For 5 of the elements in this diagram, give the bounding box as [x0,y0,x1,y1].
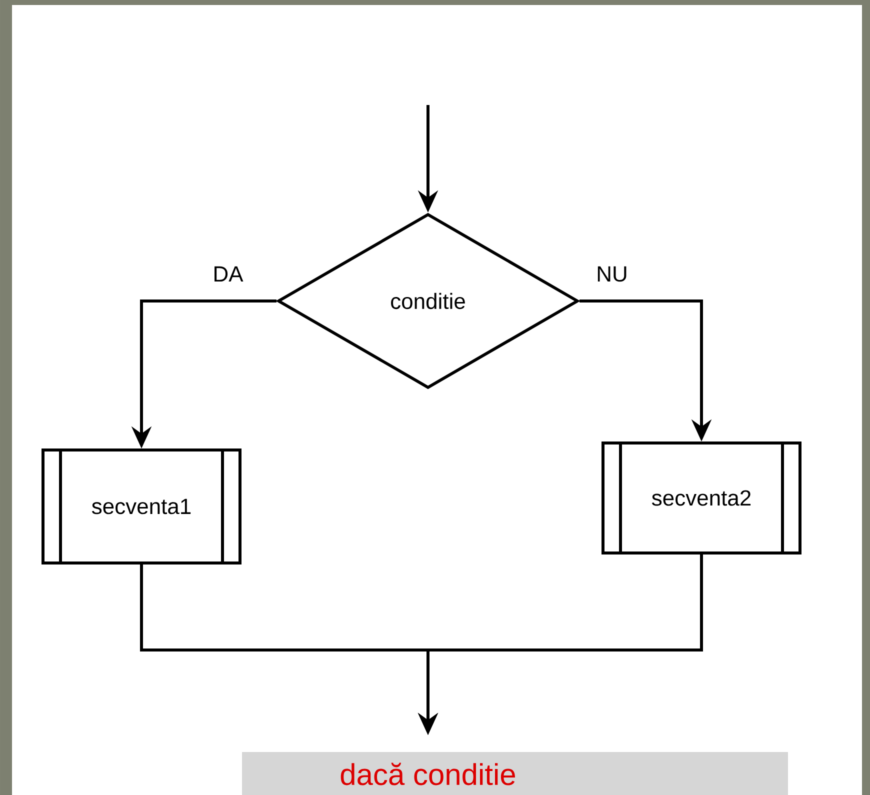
subprocess-box: secventa2 [602,441,802,554]
subprocess-box: secventa1 [42,448,242,564]
caption-bar: dacă conditie [242,752,788,795]
edge-label: DA [212,265,244,283]
edge-label: NU [595,265,629,283]
